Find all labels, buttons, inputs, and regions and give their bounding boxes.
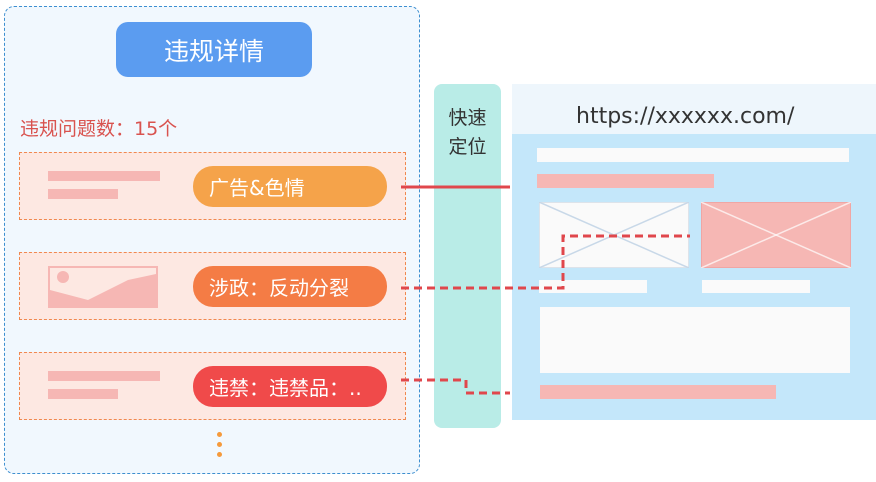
browser-url: https://xxxxxx.com/	[576, 104, 795, 129]
text-placeholder-line	[48, 171, 160, 181]
violation-tag-prohibited[interactable]: 违禁：违禁品：..	[193, 366, 387, 407]
violation-tag-politics[interactable]: 涉政：反动分裂	[193, 266, 387, 307]
page-highlight-prohibited	[540, 385, 776, 399]
browser-address-bar	[512, 84, 876, 134]
quick-locate-column	[434, 84, 501, 428]
connector-politics	[401, 234, 690, 290]
page-image-highlight	[701, 202, 851, 268]
more-dot	[217, 442, 222, 447]
more-dot	[217, 452, 222, 457]
connector-prohibited	[401, 378, 510, 395]
page-caption-line	[539, 280, 647, 293]
page-content-block	[540, 307, 850, 373]
text-placeholder-line	[48, 189, 118, 199]
text-placeholder-line	[48, 371, 160, 381]
page-text-line	[537, 148, 849, 162]
violation-count: 违规问题数：15个	[20, 118, 178, 140]
violation-tag-ad[interactable]: 广告&色情	[193, 166, 387, 207]
image-placeholder-icon	[48, 266, 158, 308]
details-title: 违规详情	[116, 22, 312, 77]
quick-locate-label: 快速 定位	[448, 107, 487, 158]
page-caption-line	[702, 280, 810, 293]
page-highlight-ad	[537, 174, 714, 188]
text-placeholder-line	[48, 389, 118, 399]
more-dot	[217, 432, 222, 437]
